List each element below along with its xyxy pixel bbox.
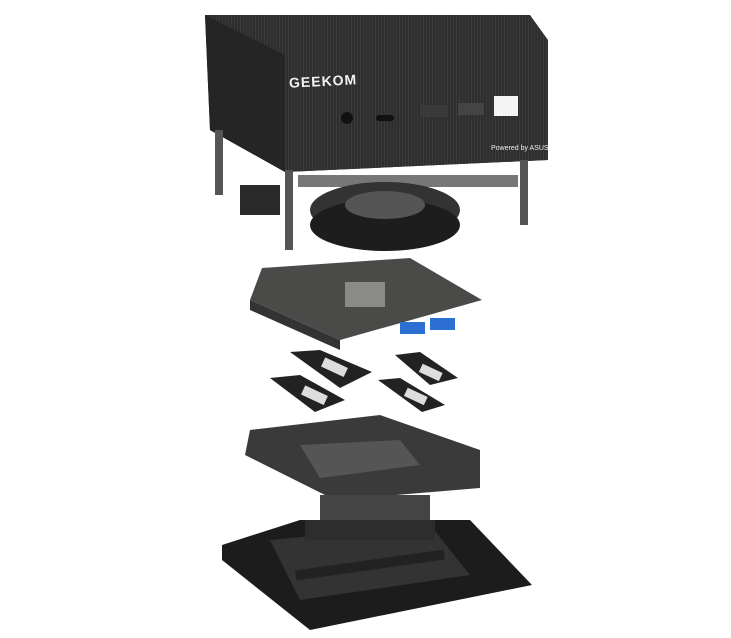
powered-by-label: Powered by ASUS — [491, 145, 549, 152]
metal-bracket — [245, 415, 480, 525]
top-chassis — [205, 15, 548, 251]
base-plate — [222, 520, 532, 630]
memory-and-storage-modules — [270, 350, 458, 412]
motherboard — [250, 258, 482, 350]
